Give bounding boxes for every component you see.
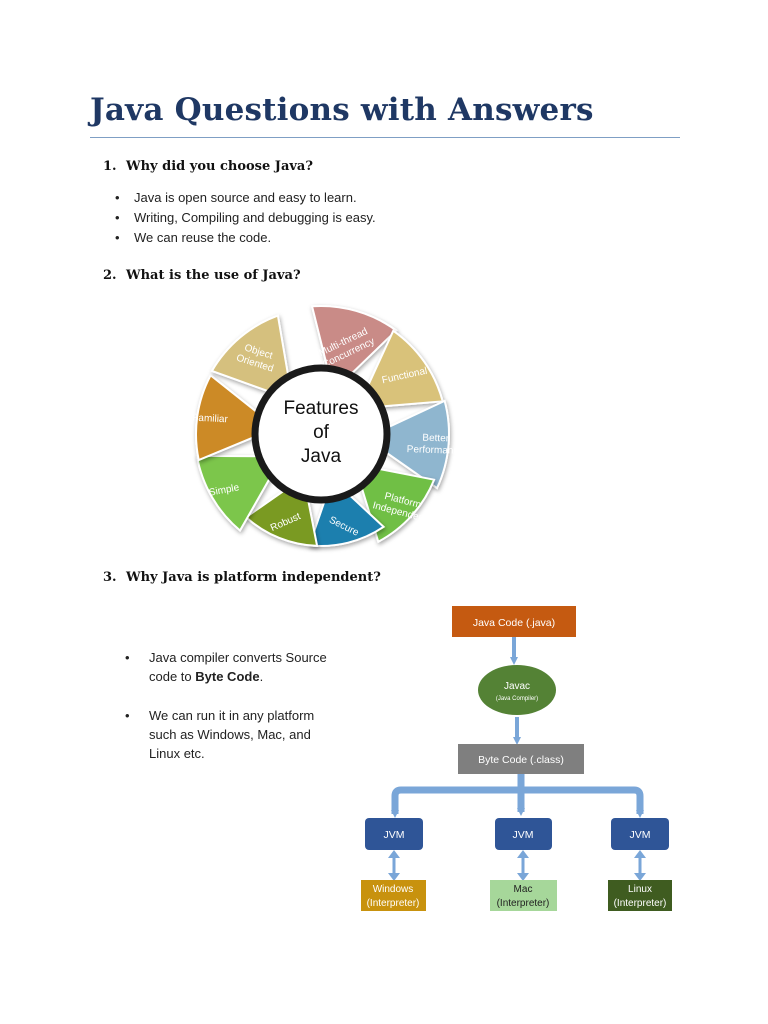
wheel-petal-label: Secure [327,515,361,539]
question-3-number: 3. [103,570,117,585]
wheel-petal [195,373,263,462]
wheel-petal [380,399,450,490]
bullet-icon: • [125,650,130,665]
list-item: • Java compiler converts Source code to … [125,650,327,684]
list-item: • We can run it in any platform such as … [125,708,315,761]
java-code-label: Java Code (.java) [473,617,555,629]
wheel-petal-label: Robust [269,511,303,534]
bullet-icon: • [115,190,120,205]
wheel-petal [195,454,274,533]
jvm-windows-box [365,818,423,850]
title-underline [90,137,680,138]
question-1-answers: •Java is open source and easy to learn. … [110,188,376,248]
wheel-petal-label: Familiar [192,413,229,426]
question-2: 2. What is the use of Java? [103,268,301,283]
wheel-center [251,364,391,504]
linux-sublabel: (Interpreter) [614,898,667,909]
list-item: •Java is open source and easy to learn. [110,188,376,208]
javac-sublabel: (Java Compiler) [496,696,538,702]
bullet-icon: • [115,210,120,225]
javac-label: Javac [504,681,530,692]
byte-code-label: Byte Code (.class) [478,754,564,766]
windows-label: Windows [373,884,414,895]
mac-interpreter-box [490,880,557,911]
question-2-number: 2. [103,268,117,283]
arrow-jvm-mac-bidirectional [517,850,529,881]
windows-sublabel: (Interpreter) [367,898,420,909]
java-code-box [452,606,576,637]
jvm-mac-box [495,818,552,850]
bullet-icon: • [125,708,130,723]
arrow-branch-bar [391,786,644,812]
wheel-petal-label: PlatformIndependent [371,489,431,525]
question-2-text: What is the use of Java? [126,268,301,283]
list-item: •We can reuse the code. [110,228,376,248]
jvm-mac-label: JVM [513,829,534,841]
javac-node [478,665,556,715]
wheel-petal-label: Functional [381,366,428,387]
arrow-jvm-windows-bidirectional [388,850,400,881]
wheel-petal [310,305,398,379]
wheel-petal-label: Multi-threadConcurrency [315,325,376,370]
wheel-center-line-1: Features [284,398,359,419]
mac-sublabel: (Interpreter) [497,898,550,909]
question-1-text: Why did you choose Java? [126,159,313,174]
wheel-petal [210,314,291,395]
wheel-petal [358,466,436,544]
question-3: 3. Why Java is platform independent? [103,570,381,585]
wheel-petal [244,486,319,547]
wheel-petal [364,329,444,408]
linux-interpreter-box [608,880,672,911]
wheel-petal [307,489,386,547]
question-1: 1. Why did you choose Java? [103,159,313,174]
question-1-number: 1. [103,159,117,174]
wheel-petal-label: ObjectOriented [235,341,279,374]
arrow-jvm-linux-bidirectional [634,850,646,881]
windows-interpreter-box [361,880,426,911]
jvm-windows-label: JVM [384,829,405,841]
byte-code-box [458,744,584,774]
list-item: •Writing, Compiling and debugging is eas… [110,208,376,228]
jvm-linux-box [611,818,669,850]
question-3-text: Why Java is platform independent? [126,570,381,585]
wheel-petal-label: Simple [208,482,240,498]
jvm-linux-label: JVM [630,829,651,841]
linux-label: Linux [628,884,652,895]
question-3-answers: • Java compiler converts Source code to … [125,648,327,763]
wheel-petal-label: BetterPerformance [407,432,465,457]
page-title: Java Questions with Answers [90,92,594,128]
wheel-center-line-3: Java [301,446,342,467]
mac-label: Mac [514,884,533,895]
bullet-icon: • [115,230,120,245]
wheel-center-line-2: of [313,422,330,443]
